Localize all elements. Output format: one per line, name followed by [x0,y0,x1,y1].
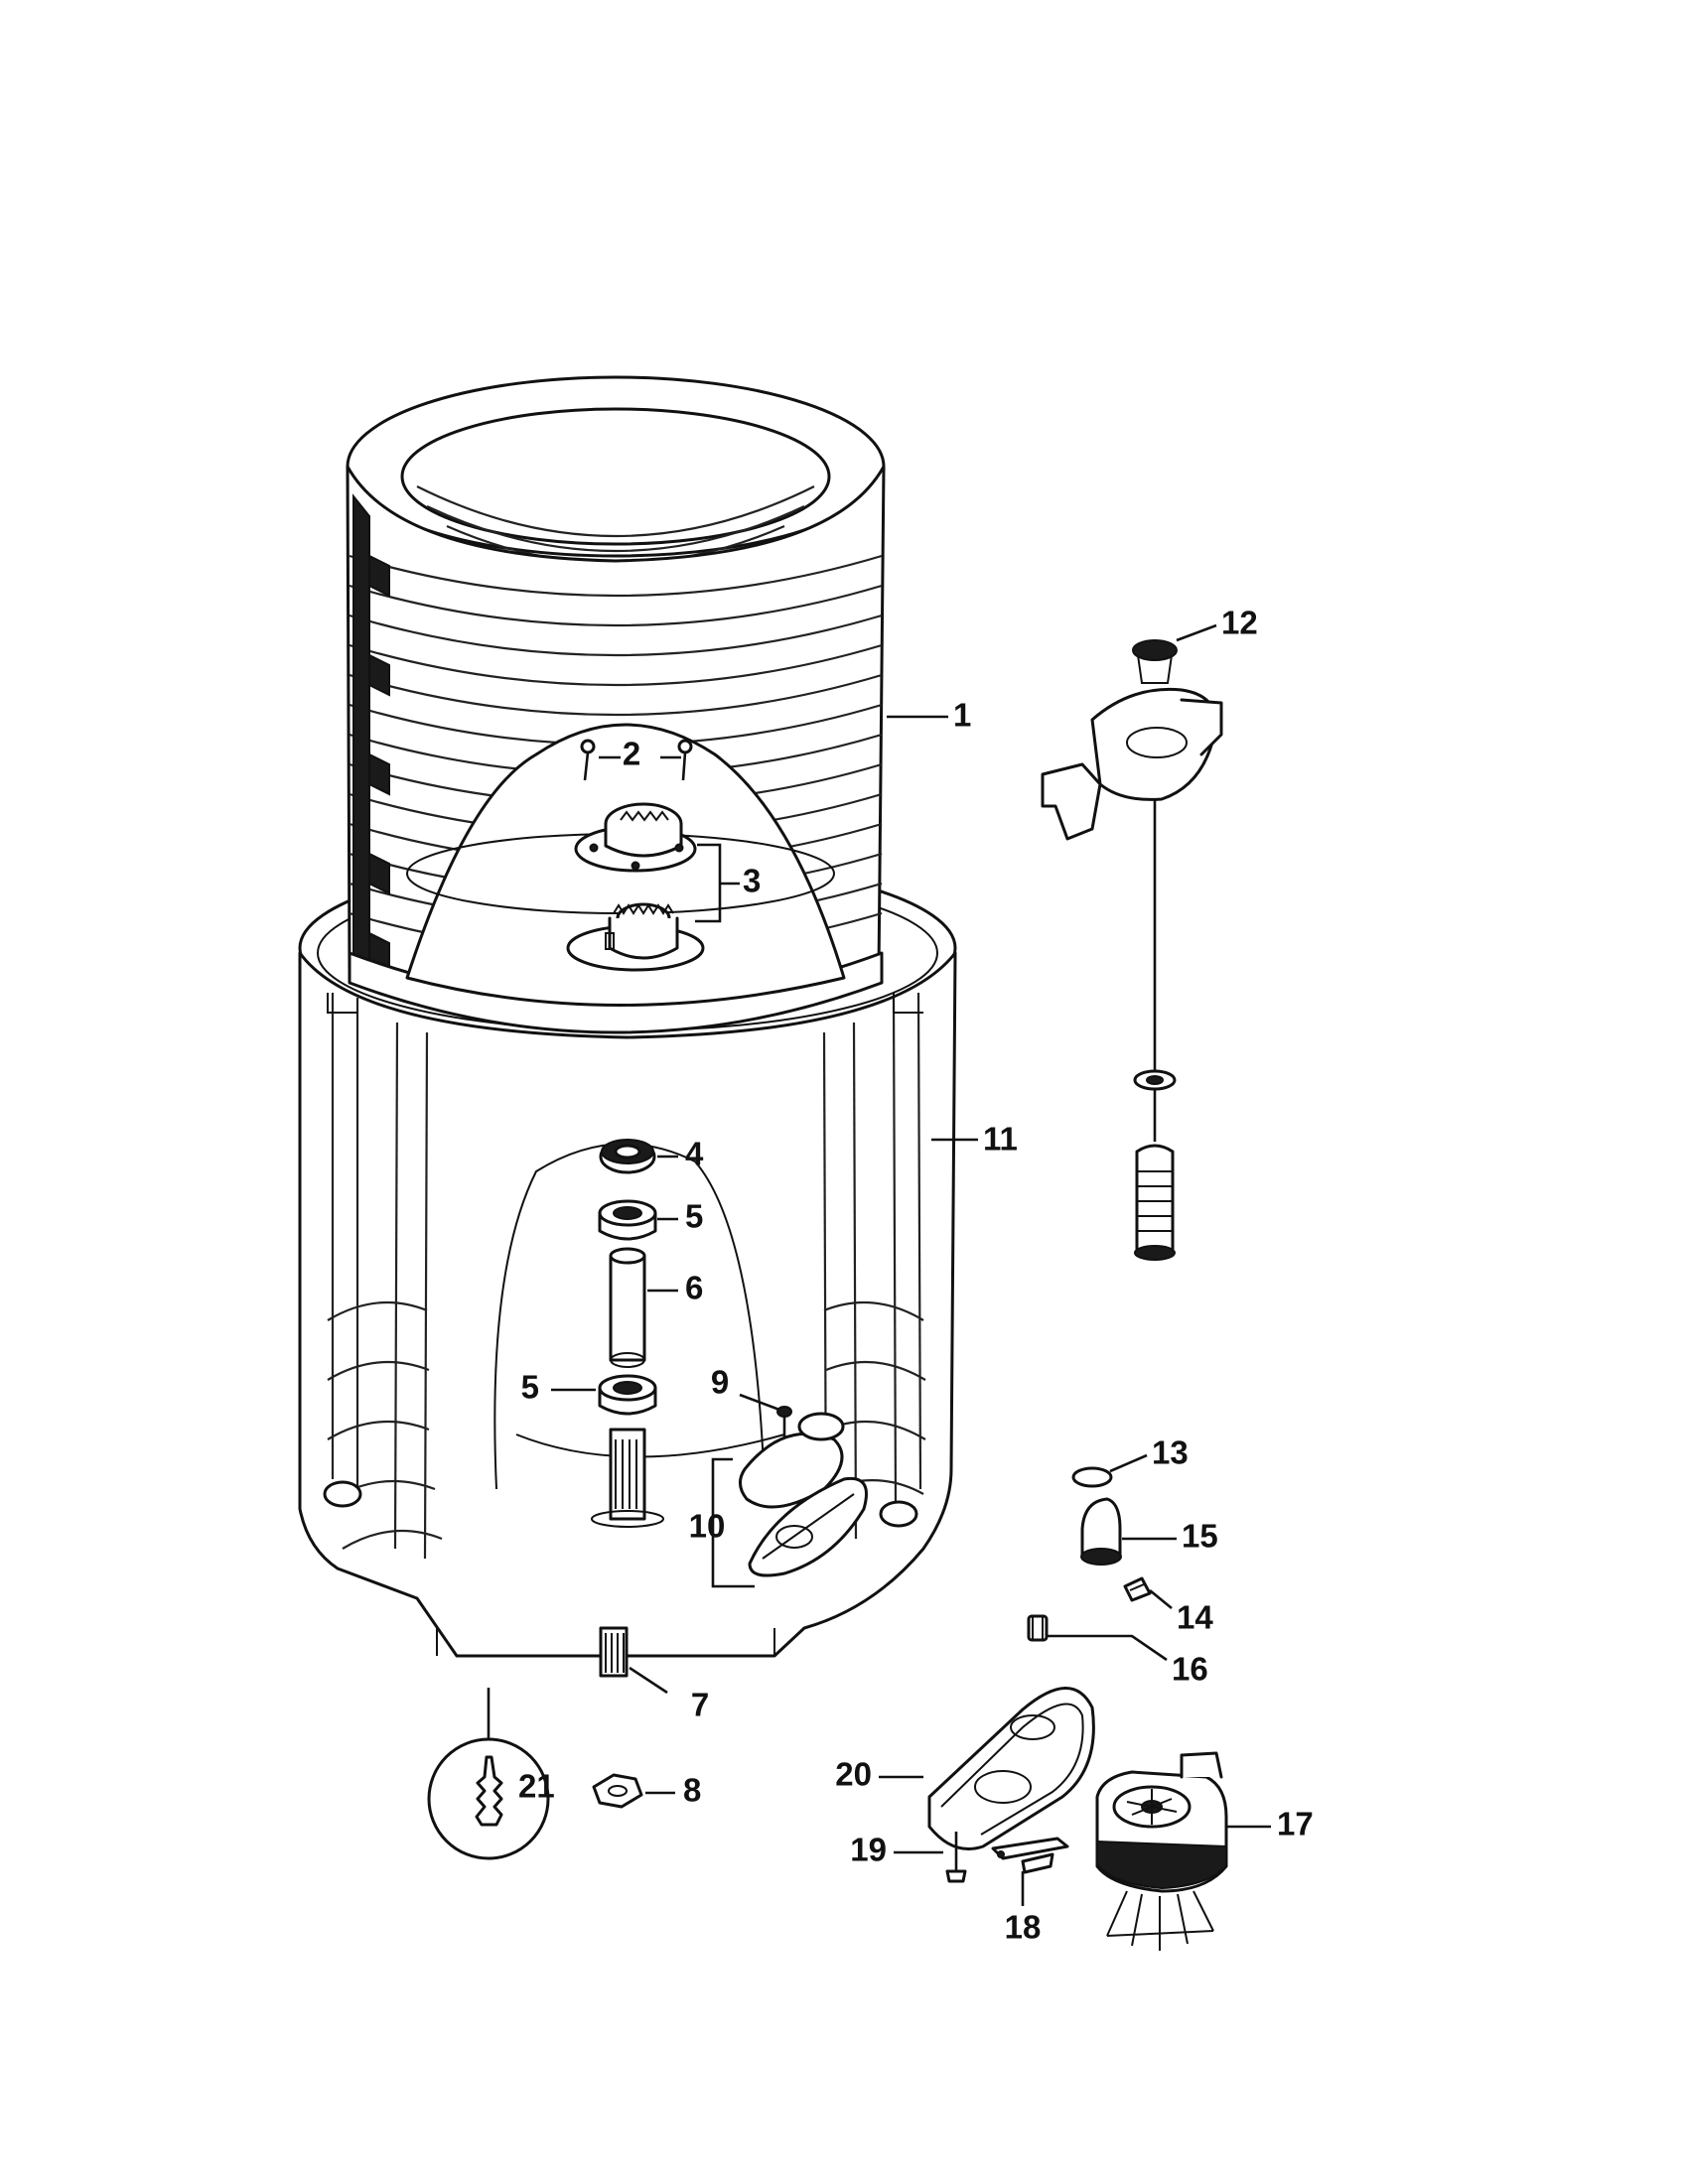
callout-8: 8 [683,1772,701,1809]
screw [945,1832,967,1883]
callout-7: 7 [691,1687,709,1723]
spacer-tube [609,1247,646,1368]
lower-bearing [598,1374,657,1416]
clamp [1123,1576,1152,1602]
o-ring [1071,1466,1113,1488]
callout-5-lower: 5 [521,1369,539,1406]
bracket [991,1837,1069,1874]
clip [1027,1614,1049,1642]
drain-pump [1095,1751,1228,1951]
callout-18: 18 [1005,1909,1042,1946]
callout-16: 16 [1172,1651,1208,1688]
callout-14: 14 [1177,1599,1213,1636]
callout-19: 19 [850,1832,887,1868]
screw [776,1406,792,1447]
callout-17: 17 [1277,1806,1314,1843]
tub-screws [580,739,693,781]
callout-20: 20 [835,1756,872,1793]
pump-gasket [927,1687,1095,1850]
callout-6: 6 [685,1270,703,1306]
callout-9: 9 [711,1364,729,1401]
pump-cover-gasket [739,1412,868,1577]
suspension-rod [1041,639,1223,1261]
callout-15: 15 [1182,1518,1218,1555]
upper-bearing [598,1199,657,1241]
nut [592,1773,643,1809]
seal [599,1139,656,1174]
callout-2: 2 [623,736,640,772]
callout-13: 13 [1152,1434,1189,1471]
leader-lines [487,623,1271,1906]
shaft-coupler [599,1626,629,1678]
outer-tub [346,375,886,1034]
callout-3: 3 [743,863,761,899]
callout-12: 12 [1221,605,1258,641]
callout-1: 1 [953,697,971,734]
drive-hub-kit [566,802,705,972]
callout-11: 11 [983,1121,1018,1158]
callout-labels: 1 2 3 4 5 6 5 9 10 11 7 8 21 12 13 15 14… [518,605,1314,1946]
callout-21: 21 [518,1768,555,1805]
callout-10: 10 [689,1508,726,1545]
callout-4: 4 [685,1136,704,1172]
drain-elbow [1080,1497,1122,1566]
callout-5-upper: 5 [685,1198,703,1235]
